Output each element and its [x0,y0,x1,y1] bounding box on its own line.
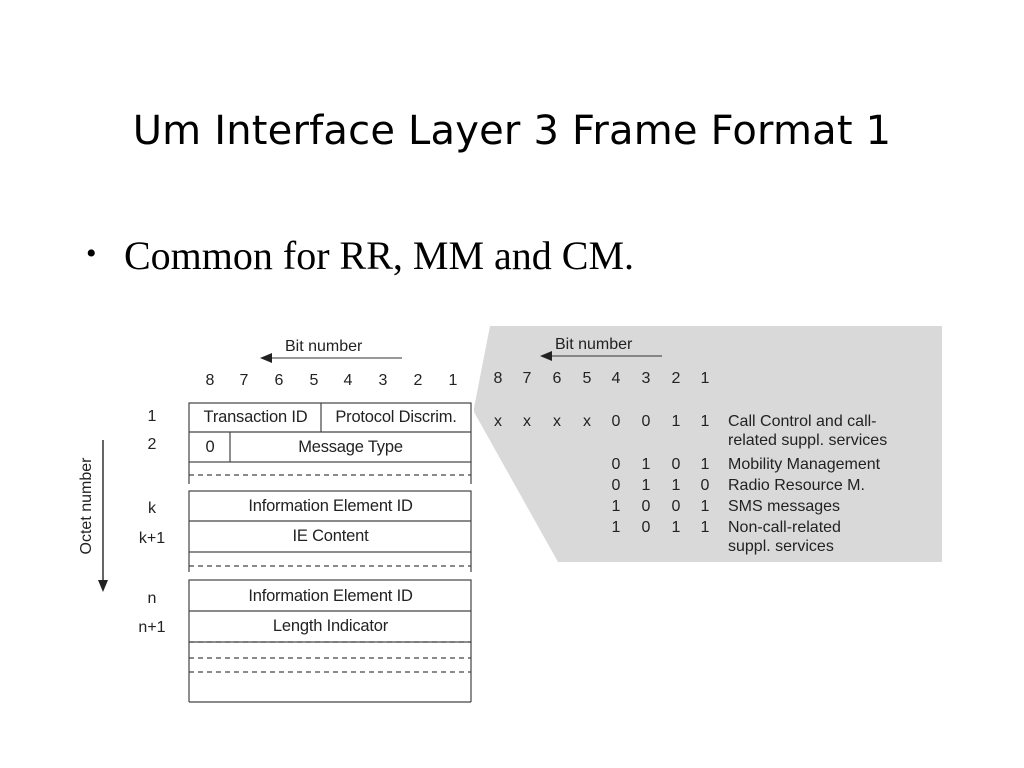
information-element-id-k-field: Information Element ID [248,497,413,515]
bit-5: 5 [309,372,319,389]
bit-4: 4 [343,372,353,389]
ie-content-field: IE Content [292,527,369,545]
bit-2: 2 [413,372,423,389]
zero-bit-field: 0 [205,438,215,456]
disc-bit-5: 5 [582,370,592,387]
disc-bit-4: 4 [611,370,621,387]
row-label: Call Control and call- [728,413,877,430]
code-bit: 0 [611,477,621,494]
discriminator-bit-number-label: Bit number [555,336,633,353]
disc-bit-8: 8 [493,370,503,387]
frame-box-lines [188,402,472,703]
disc-bit-2: 2 [671,370,681,387]
slide-title: Um Interface Layer 3 Frame Format 1 [132,108,892,154]
octet-arrow-head [98,580,108,592]
octet-2: 2 [147,436,157,453]
row-label: Radio Resource M. [728,477,865,494]
bit-number-label: Bit number [285,338,363,355]
octet-1: 1 [147,408,157,425]
row-label-continued: suppl. services [728,538,834,555]
row-label: Non-call-related [728,519,841,536]
octet-n: n [147,590,157,607]
code-bit: 1 [700,456,710,473]
disc-bit-3: 3 [641,370,651,387]
code-bit: 0 [611,456,621,473]
discriminator-panel [474,326,942,562]
disc-bit-7: 7 [522,370,532,387]
code-bit: 1 [700,519,710,536]
bit-8: 8 [205,372,215,389]
code-bit: x [583,413,591,430]
code-bit: 1 [671,477,681,494]
code-bit: 0 [671,456,681,473]
octet-k-plus-1: k+1 [138,530,166,547]
disc-bit-1: 1 [700,370,710,387]
code-bit: x [553,413,561,430]
code-bit: x [523,413,531,430]
code-bit: 0 [641,413,651,430]
code-bit: 1 [641,477,651,494]
code-bit: 0 [671,498,681,515]
octet-n-plus-1: n+1 [138,619,166,636]
code-bit: 0 [611,413,621,430]
bit-7: 7 [239,372,249,389]
code-bit: 1 [671,519,681,536]
row-label: Mobility Management [728,456,881,473]
code-bit: 1 [611,519,621,536]
bit-6: 6 [274,372,284,389]
bullet-item: • Common for RR, MM and CM. [86,232,634,279]
bit-3: 3 [378,372,388,389]
transaction-id-field: Transaction ID [203,408,308,426]
code-bit: 0 [700,477,710,494]
disc-bit-6: 6 [552,370,562,387]
message-type-field: Message Type [298,438,403,456]
protocol-discriminator-field: Protocol Discrim. [335,408,457,426]
code-bit: 0 [641,519,651,536]
code-bit: 1 [700,498,710,515]
row-label-continued: related suppl. services [728,432,888,449]
bullet-text: Common for RR, MM and CM. [124,233,635,278]
row-label: SMS messages [728,498,841,515]
octet-number-label: Octet number [78,457,95,555]
code-bit: 1 [641,456,651,473]
code-bit: 0 [641,498,651,515]
information-element-id-n-field: Information Element ID [248,587,413,605]
bit-arrow-head-left [260,353,272,363]
bit-1: 1 [448,372,458,389]
bit-arrow-head-right [540,351,552,361]
code-bit: 1 [671,413,681,430]
octet-k: k [148,500,156,517]
bullet-dot: • [86,237,97,270]
length-indicator-field: Length Indicator [272,617,389,635]
code-bit: x [494,413,502,430]
code-bit: 1 [611,498,621,515]
code-bit: 1 [700,413,710,430]
